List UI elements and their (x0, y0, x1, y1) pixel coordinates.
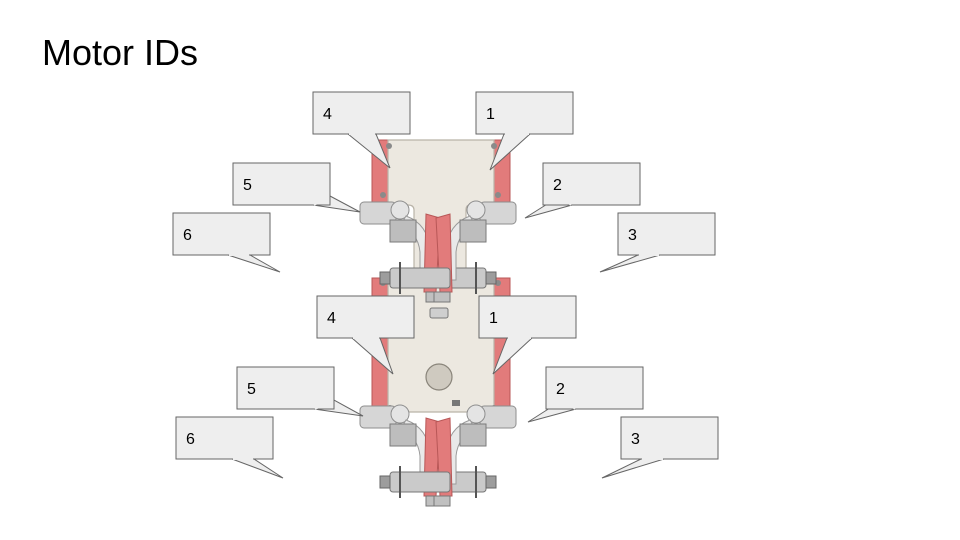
motor-id-label: 5 (247, 381, 256, 398)
callout-box (232, 162, 331, 206)
callout-top-2: 2 (524, 162, 641, 219)
ankle-block (459, 219, 487, 243)
ankle-block (459, 423, 487, 447)
motor-id-label: 1 (489, 310, 498, 327)
callout-bot-4: 4 (316, 295, 415, 375)
knee-horn (466, 200, 486, 220)
foot-block (433, 291, 451, 303)
slide-title: Motor IDs (42, 32, 199, 73)
ankle-block (389, 423, 417, 447)
foot-cap (379, 475, 391, 489)
connector (429, 307, 449, 319)
callout-bot-3: 3 (601, 416, 719, 479)
callout-seam (314, 399, 334, 410)
foot-cap (485, 475, 497, 489)
knee-horn (390, 200, 410, 220)
small-chip (452, 400, 460, 406)
callout-bot-6: 6 (175, 416, 284, 479)
callout-top-3: 3 (599, 212, 716, 273)
motor-id-label: 4 (323, 106, 332, 123)
motor-id-label: 1 (486, 106, 495, 123)
callout-box (312, 91, 411, 135)
callout-tail (599, 254, 661, 273)
leg-module (379, 404, 517, 507)
foot-cap (485, 271, 497, 285)
callout-top-1: 1 (475, 91, 574, 171)
callout-tail (227, 254, 281, 273)
screw (380, 192, 386, 198)
callout-box (545, 366, 644, 410)
callout-top-5: 5 (232, 162, 361, 213)
screw (495, 192, 501, 198)
motor-id-label: 5 (243, 177, 252, 194)
callout-seam (560, 195, 572, 206)
callout-top-4: 4 (312, 91, 411, 169)
screw (491, 143, 497, 149)
leg-module (379, 200, 517, 303)
callout-top-6: 6 (172, 212, 281, 273)
knee-horn (390, 404, 410, 424)
motor-id-label: 4 (327, 310, 336, 327)
sensor-disc (425, 363, 453, 391)
motor-id-label: 6 (186, 431, 195, 448)
callout-tail (601, 458, 665, 479)
foot-cap (379, 271, 391, 285)
callout-tail (231, 458, 284, 479)
callout-box (172, 212, 271, 256)
screw (386, 143, 392, 149)
callout-bot-5: 5 (236, 366, 364, 417)
ankle-block (389, 219, 417, 243)
callout-box (175, 416, 274, 460)
callout-box (617, 212, 716, 256)
foot-block (433, 495, 451, 507)
callout-box (236, 366, 335, 410)
callout-layer: 4 1 5 2 6 3 4 1 5 2 6 3 (172, 91, 719, 479)
callout-seam (313, 195, 330, 206)
callout-box (316, 295, 415, 339)
motor-id-label: 2 (553, 177, 562, 194)
motor-id-label: 2 (556, 381, 565, 398)
knee-horn (466, 404, 486, 424)
callout-bot-1: 1 (478, 295, 577, 375)
callout-box (620, 416, 719, 460)
motor-id-label: 6 (183, 227, 192, 244)
callout-bot-2: 2 (527, 366, 644, 423)
callout-seam (564, 398, 576, 410)
callout-box (542, 162, 641, 206)
motor-id-label: 3 (628, 227, 637, 244)
motor-id-label: 3 (631, 431, 640, 448)
